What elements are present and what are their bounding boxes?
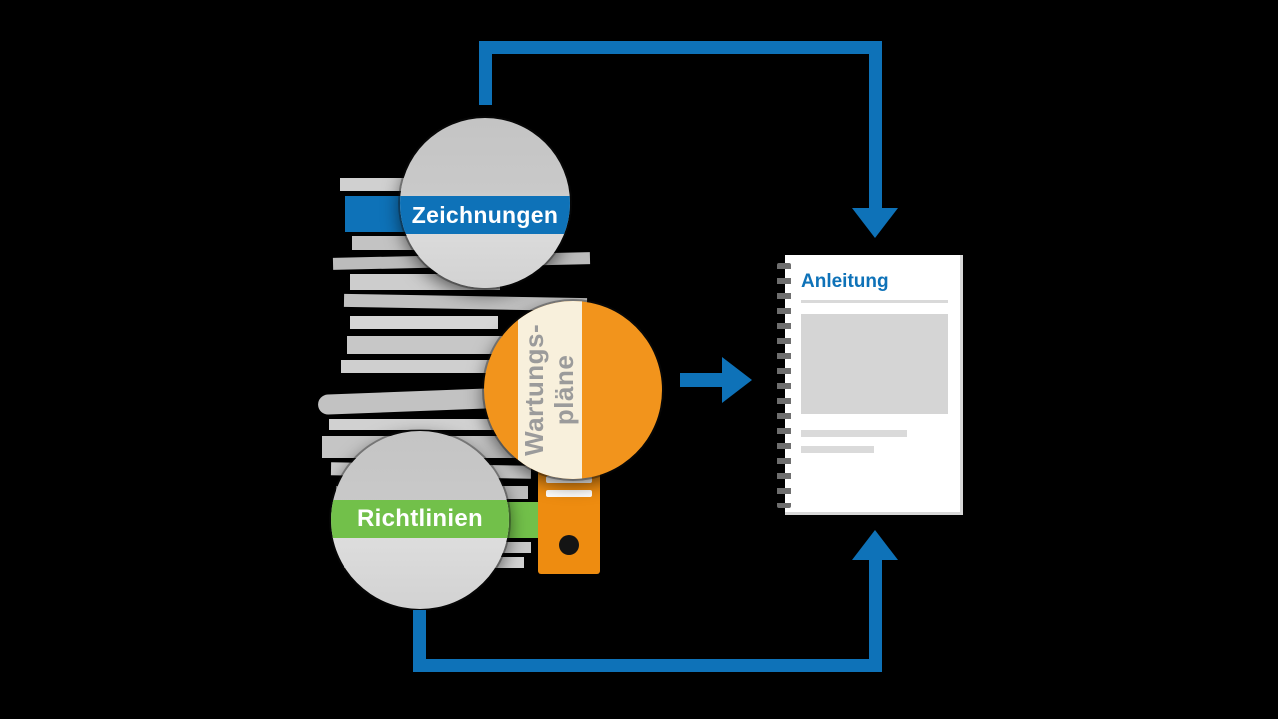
manual-text-line	[801, 446, 874, 453]
arrow-segment	[869, 560, 882, 672]
arrow-segment	[479, 41, 492, 105]
arrow-segment	[479, 41, 882, 54]
arrowhead-up-icon	[852, 530, 898, 560]
wartungsplaene-band: Wartungs- pläne	[518, 301, 582, 479]
magnifier-wartungsplaene: Wartungs- pläne	[484, 301, 662, 479]
zeichnungen-label: Zeichnungen	[411, 201, 559, 228]
arrowhead-right-icon	[722, 357, 752, 403]
arrow-segment	[413, 610, 426, 672]
paper-sheet	[350, 316, 498, 329]
arrowhead-down-icon	[852, 208, 898, 238]
manual-document: Anleitung	[777, 255, 963, 515]
richtlinien-band: Richtlinien	[331, 500, 509, 538]
magnifier-richtlinien: Richtlinien	[331, 431, 509, 609]
wartungsplaene-label-line2: pläne	[549, 354, 580, 426]
binder-label-line	[546, 476, 592, 483]
manual-title-rule	[801, 300, 948, 303]
arrow-segment	[869, 41, 882, 211]
manual-text-line	[801, 430, 907, 437]
paper-sheet	[347, 336, 502, 354]
manual-title: Anleitung	[801, 271, 889, 292]
arrow-segment	[413, 659, 882, 672]
paper-sheet	[341, 360, 519, 373]
richtlinien-label: Richtlinien	[357, 505, 483, 532]
paper-sheet	[329, 419, 542, 430]
zeichnungen-band: Zeichnungen	[400, 196, 570, 234]
manual-image-placeholder	[801, 314, 948, 414]
binder-hole	[559, 535, 579, 555]
wartungsplaene-label: Wartungs- pläne	[519, 323, 580, 457]
wartungsplaene-label-line1: Wartungs-	[519, 323, 550, 457]
binder-label-line	[546, 490, 592, 497]
magnifier-zeichnungen: Zeichnungen	[400, 118, 570, 288]
arrow-segment	[680, 373, 722, 387]
spiral-binding-icon	[777, 263, 791, 508]
